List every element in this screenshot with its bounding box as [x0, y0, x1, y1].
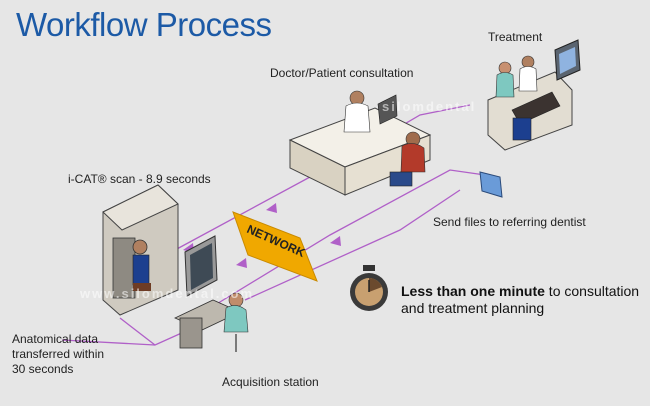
flow-line-middle	[214, 169, 486, 306]
dental-chair-icon	[487, 39, 581, 151]
callout-text: Less than one minute to consultation and…	[401, 283, 646, 317]
anatomical-label-line3: 30 seconds	[12, 362, 74, 376]
watermark-bottom: www.silomdental.com	[80, 286, 255, 301]
scan-label: i-CAT® scan - 8.9 seconds	[68, 172, 211, 186]
page-title: Workflow Process	[16, 6, 272, 43]
monitor-icon	[479, 171, 503, 198]
consultation-label: Doctor/Patient consultation	[270, 66, 414, 80]
flow-line-lower	[244, 189, 461, 301]
arrow-4	[236, 258, 247, 268]
stopwatch-icon	[350, 265, 388, 311]
watermark-top: silomdental	[382, 99, 477, 114]
desk-icon	[288, 90, 432, 196]
computer-icon	[174, 235, 249, 352]
network-banner	[232, 211, 318, 282]
flow-line-anatomical	[61, 339, 156, 346]
anatomical-label-line1: Anatomical data	[12, 332, 99, 346]
anatomical-label: Anatomical data transferred within 30 se…	[12, 332, 104, 377]
arrow-3	[266, 203, 277, 213]
acquisition-label: Acquisition station	[222, 375, 319, 389]
callout-rest-line1: to consultation	[544, 283, 640, 299]
arrow-5	[330, 236, 341, 246]
callout-bold: Less than one minute	[401, 283, 545, 299]
treatment-label: Treatment	[488, 30, 543, 44]
callout-rest-line2: and treatment planning	[401, 300, 545, 316]
anatomical-label-line2: transferred within	[12, 347, 105, 361]
send-files-label: Send files to referring dentist	[433, 215, 586, 229]
scanner-icon	[102, 184, 179, 316]
